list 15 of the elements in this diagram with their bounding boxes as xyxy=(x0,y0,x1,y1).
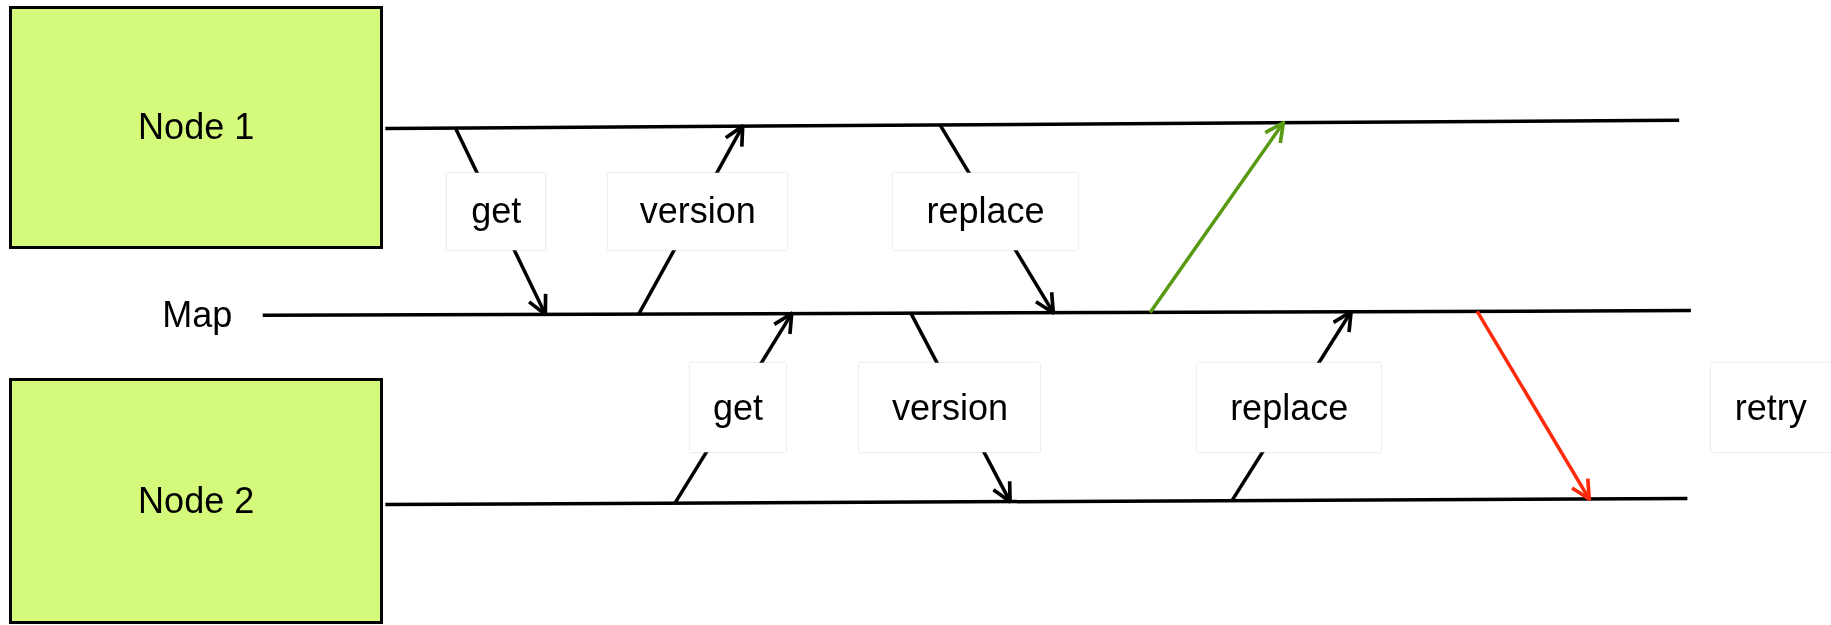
edge-label: version xyxy=(859,363,1041,452)
edge-label: get xyxy=(447,172,546,250)
edge-label: version xyxy=(608,172,788,250)
edge-label: replace xyxy=(893,172,1078,250)
edge-label: replace xyxy=(1196,363,1382,452)
arrow xyxy=(1148,120,1286,314)
edge-label: get xyxy=(690,363,786,452)
lifeline xyxy=(385,118,1680,131)
lifeline xyxy=(262,308,1691,318)
node-box: Node 1 xyxy=(9,5,383,249)
participant-label: Map xyxy=(134,275,261,355)
lifeline xyxy=(385,496,1688,507)
arrow xyxy=(1475,310,1592,501)
edge-label: retry xyxy=(1710,363,1831,452)
node-box: Node 2 xyxy=(9,378,383,624)
